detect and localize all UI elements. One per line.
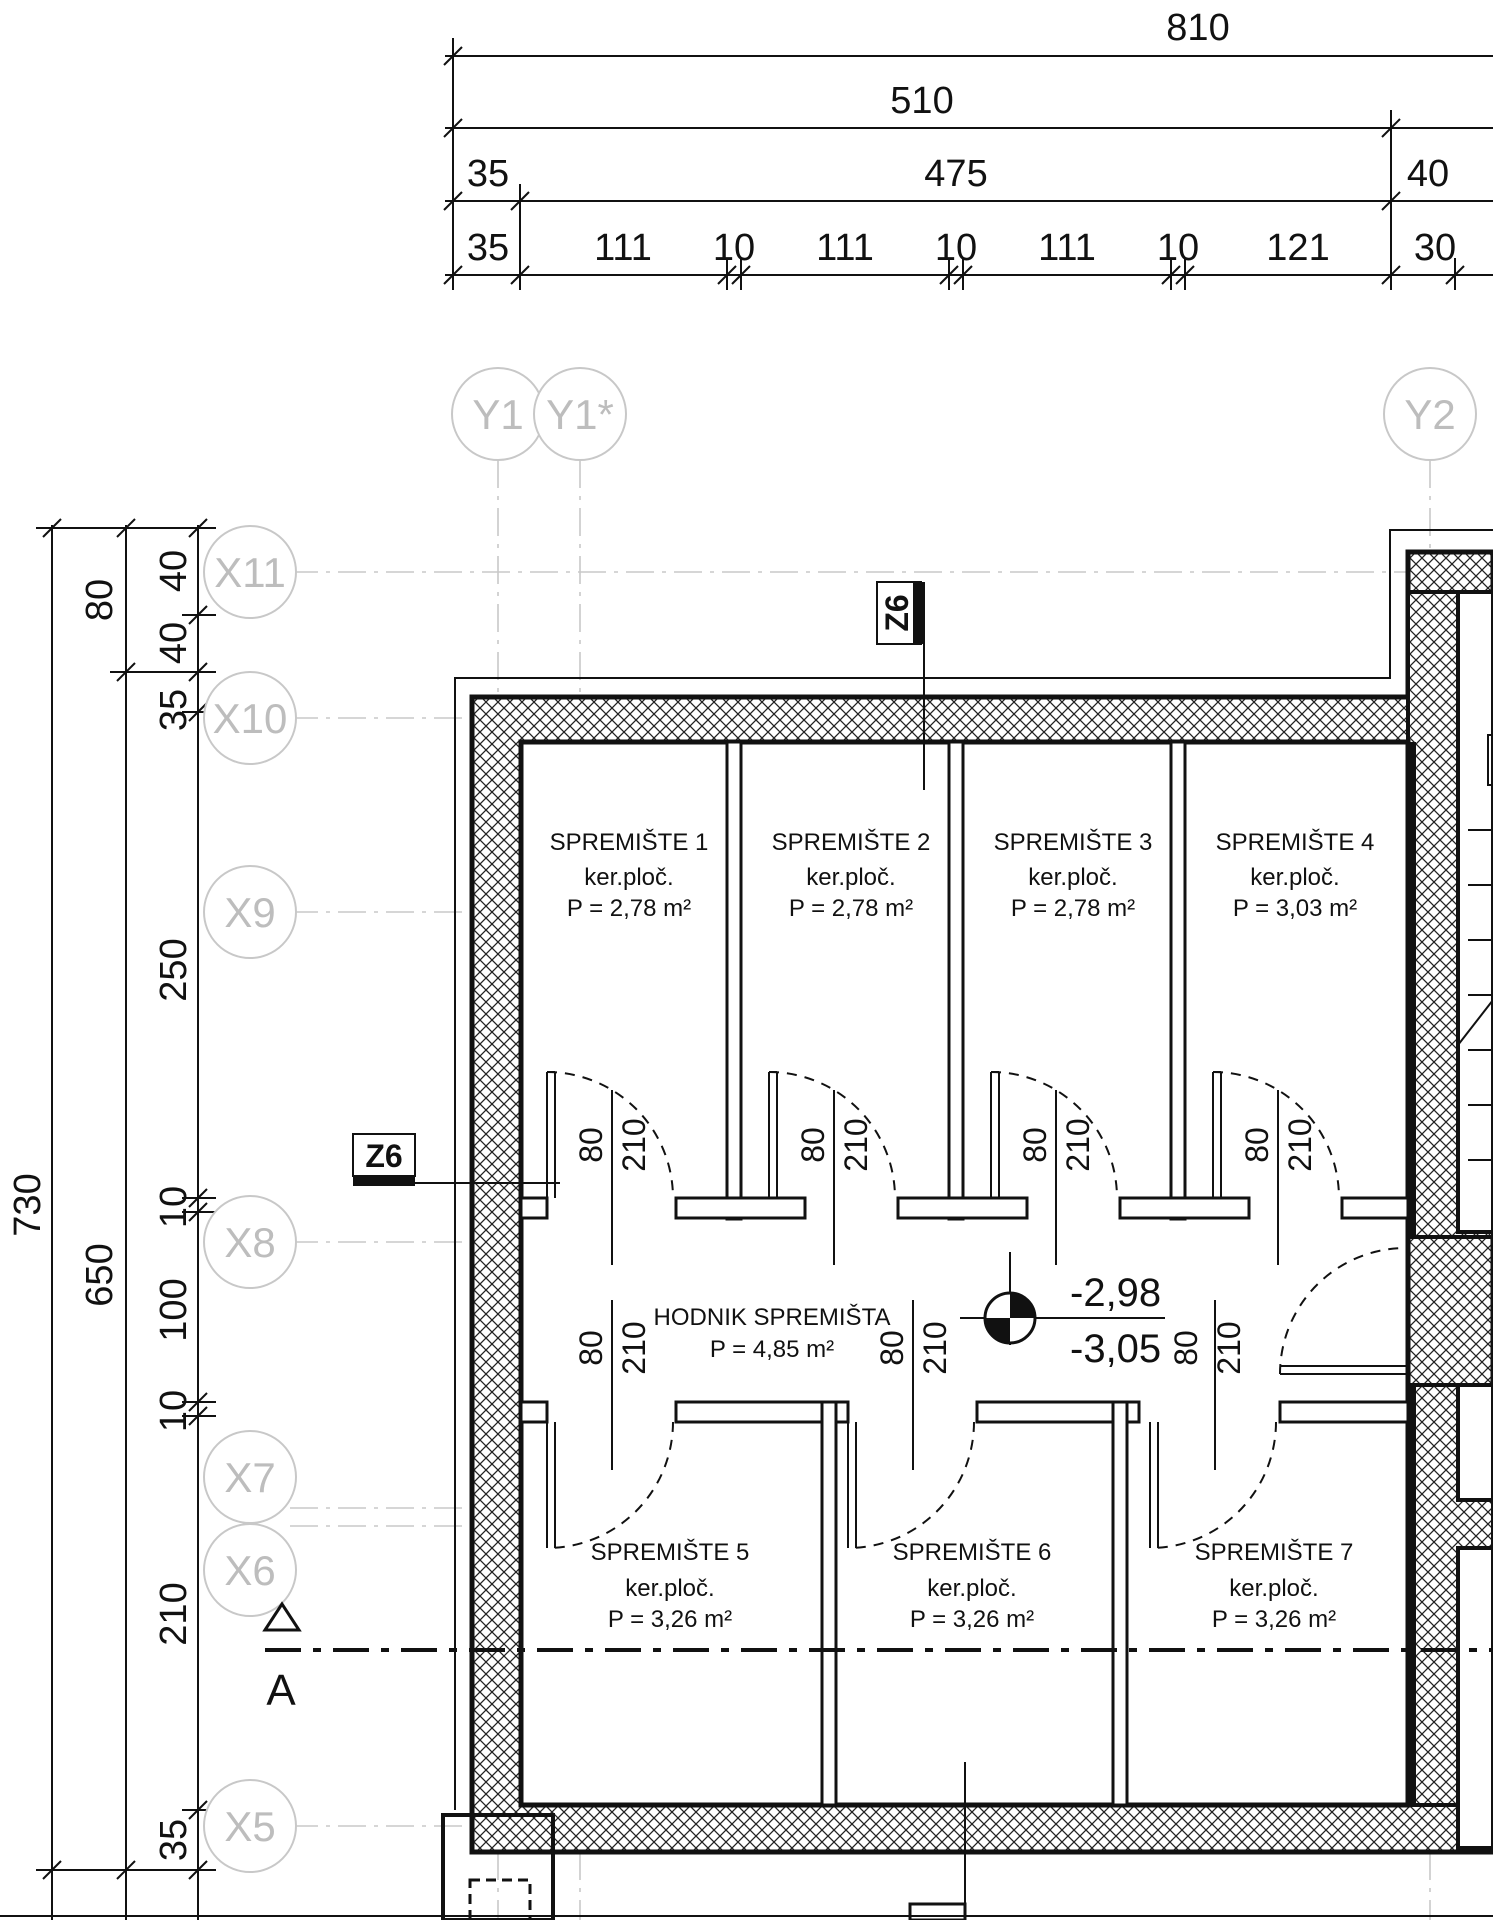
dim-40: 40 — [1407, 153, 1449, 195]
door1-height: 210 — [616, 1118, 652, 1171]
dim-100: 100 — [153, 1278, 195, 1341]
room-6-floor: ker.ploč. — [927, 1575, 1016, 1602]
grid-label-y1: Y1 — [472, 391, 523, 438]
dim-111b: 111 — [816, 227, 874, 269]
corridor-name: HODNIK SPREMIŠTA — [654, 1303, 891, 1331]
partitions — [519, 740, 1410, 1807]
grid-label-x5: X5 — [224, 1803, 275, 1850]
section-tag-top-label: Z6 — [879, 594, 915, 631]
door2-width: 80 — [795, 1127, 831, 1163]
level-marker: -2,98 -3,05 — [960, 1252, 1165, 1371]
door3-height: 210 — [1060, 1118, 1096, 1171]
dim-650: 650 — [79, 1243, 121, 1306]
grid-label-y1star: Y1* — [546, 391, 614, 438]
dim-10c: 10 — [1157, 227, 1199, 269]
door5-width: 80 — [573, 1330, 609, 1366]
room-2-name: SPREMIŠTE 2 — [772, 828, 931, 856]
dim-10d: 10 — [153, 1186, 195, 1228]
section-tag-left-label: Z6 — [365, 1138, 402, 1174]
stair-treads — [1457, 734, 1493, 1161]
dim-121: 121 — [1266, 227, 1329, 269]
dim-35: 35 — [467, 153, 509, 195]
door1-width: 80 — [573, 1127, 609, 1163]
room-3-floor: ker.ploč. — [1028, 864, 1117, 891]
left-dimension-labels: 730 80 650 40 40 35 250 10 100 10 210 35 — [7, 550, 195, 1861]
grid-label-x7: X7 — [224, 1454, 275, 1501]
dim-80: 80 — [79, 579, 121, 621]
room-1-name: SPREMIŠTE 1 — [550, 828, 709, 856]
door2-height: 210 — [838, 1118, 874, 1171]
room-2-area: P = 2,78 m² — [789, 895, 913, 922]
grid-label-x6: X6 — [224, 1547, 275, 1594]
section-tag-left: Z6 — [352, 1133, 560, 1186]
dim-30: 30 — [1414, 227, 1456, 269]
outer-walls — [454, 529, 1493, 1855]
door7-height: 210 — [1211, 1321, 1247, 1374]
room-7-name: SPREMIŠTE 7 — [1195, 1538, 1354, 1566]
grid-label-y2: Y2 — [1404, 391, 1455, 438]
dim-10a: 10 — [713, 227, 755, 269]
room-7-floor: ker.ploč. — [1229, 1575, 1318, 1602]
door-leaves — [546, 1071, 1408, 1548]
dim-10b: 10 — [935, 227, 977, 269]
door5-height: 210 — [616, 1321, 652, 1374]
room-6-name: SPREMIŠTE 6 — [893, 1538, 1052, 1566]
door-dimensions: 80 210 80 210 80 210 80 210 80 210 80 21… — [573, 1118, 1318, 1374]
section-tag-top: Z6 — [876, 581, 925, 790]
corridor-area: P = 4,85 m² — [710, 1336, 834, 1363]
dim-250: 250 — [153, 938, 195, 1001]
level-bottom: -3,05 — [1070, 1327, 1161, 1371]
grid-label-x10: X10 — [213, 695, 288, 742]
bottom-details — [0, 1762, 1493, 1920]
room-6-area: P = 3,26 m² — [910, 1606, 1034, 1633]
door6-width: 80 — [874, 1330, 910, 1366]
dim-40a: 40 — [153, 550, 195, 592]
room-5-name: SPREMIŠTE 5 — [591, 1538, 750, 1566]
dim-810: 810 — [1166, 7, 1229, 49]
dim-35d: 35 — [153, 1819, 195, 1861]
door6-height: 210 — [917, 1321, 953, 1374]
room-4-area: P = 3,03 m² — [1233, 895, 1357, 922]
grid-label-x8: X8 — [224, 1219, 275, 1266]
dim-111c: 111 — [1038, 227, 1096, 269]
room-4-floor: ker.ploč. — [1250, 864, 1339, 891]
room-5-floor: ker.ploč. — [625, 1575, 714, 1602]
section-line-a: A — [262, 1601, 1493, 1715]
dim-35c: 35 — [153, 689, 195, 731]
door4-height: 210 — [1282, 1118, 1318, 1171]
grid-labels: Y1 Y1* Y2 X11 X10 X9 X8 X7 X6 X5 — [213, 391, 1456, 1850]
dim-210: 210 — [153, 1582, 195, 1645]
top-dimension-labels: 810 510 35 475 40 35 111 10 111 10 111 1… — [467, 7, 1456, 269]
dim-111a: 111 — [594, 227, 652, 269]
door7-width: 80 — [1168, 1330, 1204, 1366]
dim-730: 730 — [7, 1173, 49, 1236]
door-swings — [546, 1071, 1407, 1549]
room-5-area: P = 3,26 m² — [608, 1606, 732, 1633]
dim-510: 510 — [890, 80, 953, 122]
level-top: -2,98 — [1070, 1271, 1161, 1315]
door3-width: 80 — [1017, 1127, 1053, 1163]
dim-40b: 40 — [153, 622, 195, 664]
dim-475: 475 — [924, 153, 987, 195]
room-7-area: P = 3,26 m² — [1212, 1606, 1336, 1633]
door4-width: 80 — [1239, 1127, 1275, 1163]
grid-label-x11: X11 — [214, 549, 286, 596]
room-1-floor: ker.ploč. — [584, 864, 673, 891]
room-3-name: SPREMIŠTE 3 — [994, 828, 1153, 856]
room-1-area: P = 2,78 m² — [567, 895, 691, 922]
room-3-area: P = 2,78 m² — [1011, 895, 1135, 922]
section-marker-label: A — [266, 1666, 296, 1715]
room-4-name: SPREMIŠTE 4 — [1216, 828, 1375, 856]
grid-label-x9: X9 — [224, 889, 275, 936]
dim-10e: 10 — [153, 1390, 195, 1432]
room-labels: SPREMIŠTE 1 ker.ploč. P = 2,78 m² SPREMI… — [550, 828, 1375, 1633]
grid-bubbles — [203, 367, 1477, 1873]
dim-35b: 35 — [467, 227, 509, 269]
room-2-floor: ker.ploč. — [806, 864, 895, 891]
